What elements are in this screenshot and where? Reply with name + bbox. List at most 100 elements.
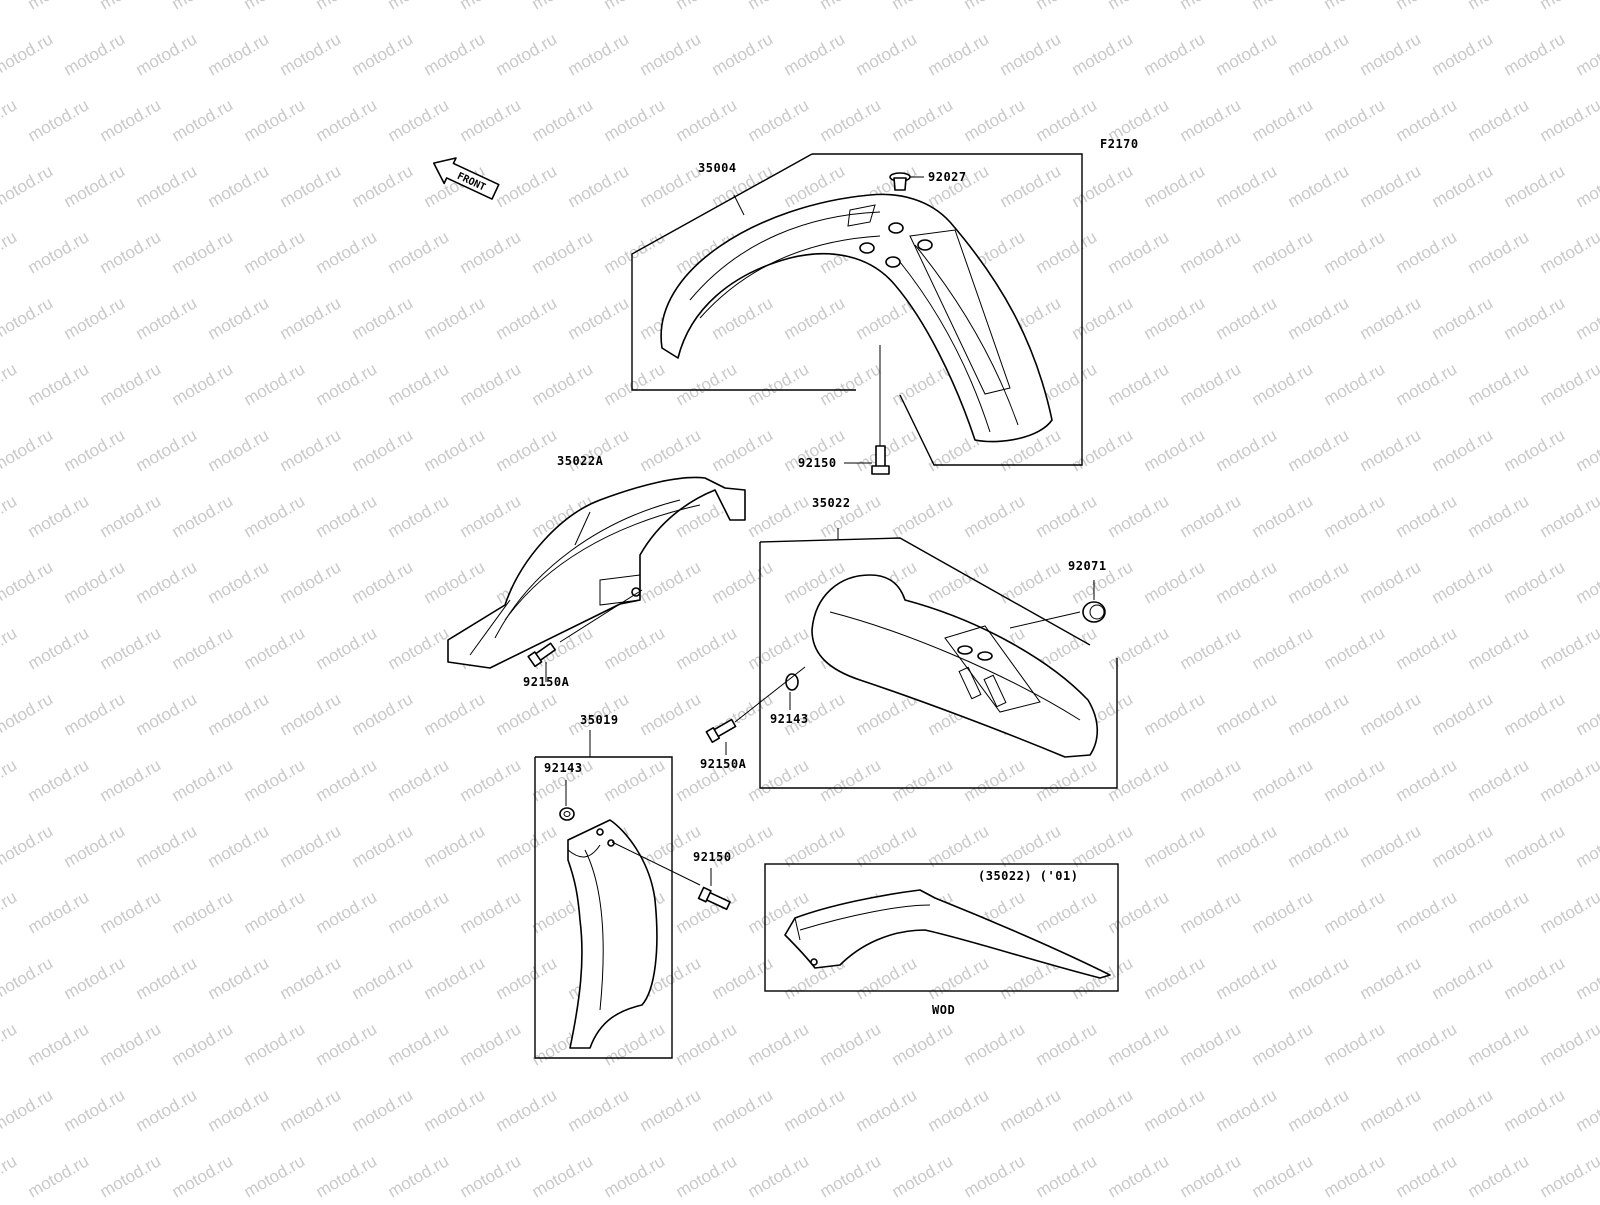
watermark-text: motod.ru (421, 425, 489, 475)
watermark-text: motod.ru (1537, 359, 1600, 409)
watermark-text: motod.ru (1357, 689, 1425, 739)
watermark-text: motod.ru (1357, 425, 1425, 475)
watermark-text: motod.ru (169, 491, 237, 541)
watermark-text: motod.ru (277, 821, 345, 871)
watermark-text: motod.ru (1429, 557, 1497, 607)
watermark-text: motod.ru (133, 161, 201, 211)
watermark-text: motod.ru (277, 161, 345, 211)
watermark-text: motod.ru (1393, 359, 1461, 409)
watermark-text: motod.ru (1357, 29, 1425, 79)
watermark-text: motod.ru (0, 227, 20, 277)
watermark-text: motod.ru (1393, 1151, 1461, 1200)
watermark-text: motod.ru (1249, 623, 1317, 673)
watermark-text: motod.ru (205, 821, 273, 871)
watermark-text: motod.ru (817, 95, 885, 145)
watermark-text: motod.ru (457, 95, 525, 145)
watermark-text: motod.ru (1105, 1151, 1173, 1200)
watermark-text: motod.ru (1213, 953, 1281, 1003)
watermark-text: motod.ru (1285, 425, 1353, 475)
watermark-text: motod.ru (241, 491, 309, 541)
watermark-text: motod.ru (1285, 821, 1353, 871)
callout-92150A-left: 92150A (523, 675, 570, 689)
watermark-text: motod.ru (61, 953, 129, 1003)
watermark-text: motod.ru (0, 1085, 56, 1135)
watermark-text: motod.ru (1033, 491, 1101, 541)
watermark-text: motod.ru (637, 1085, 705, 1135)
watermark-text: motod.ru (1249, 1019, 1317, 1069)
watermark-text: motod.ru (385, 491, 453, 541)
watermark-text: motod.ru (1321, 491, 1389, 541)
watermark-text: motod.ru (349, 161, 417, 211)
watermark-text: motod.ru (925, 29, 993, 79)
watermark-text: motod.ru (1465, 95, 1533, 145)
watermark-text: motod.ru (745, 623, 813, 673)
watermark-text: motod.ru (1321, 1019, 1389, 1069)
watermark-text: motod.ru (1465, 359, 1533, 409)
washer-92143-mid-icon (786, 674, 798, 710)
watermark-text: motod.ru (1213, 557, 1281, 607)
callout-35022: 35022 (812, 496, 851, 510)
callout-92150A-mid: 92150A (700, 757, 747, 771)
watermark-text: motod.ru (961, 0, 1029, 13)
watermark-text: motod.ru (637, 557, 705, 607)
watermark-text: motod.ru (169, 1151, 237, 1200)
watermark-text: motod.ru (1105, 623, 1173, 673)
watermark-text: motod.ru (529, 1151, 597, 1200)
watermark-text: motod.ru (1429, 161, 1497, 211)
watermark-text: motod.ru (1501, 161, 1569, 211)
watermark-text: motod.ru (421, 821, 489, 871)
watermark-text: motod.ru (133, 29, 201, 79)
watermark-text: motod.ru (25, 755, 93, 805)
watermark-text: motod.ru (1465, 1019, 1533, 1069)
watermark-text: motod.ru (0, 0, 20, 13)
watermark-text: motod.ru (133, 1085, 201, 1135)
watermark-text: motod.ru (1393, 623, 1461, 673)
watermark-text: motod.ru (1033, 755, 1101, 805)
watermark-text: motod.ru (745, 491, 813, 541)
watermark-text: motod.ru (97, 95, 165, 145)
watermark-text: motod.ru (1285, 161, 1353, 211)
watermark-text: motod.ru (1501, 29, 1569, 79)
watermark-text: motod.ru (637, 161, 705, 211)
watermark-text: motod.ru (0, 359, 20, 409)
watermark-text: motod.ru (1069, 161, 1137, 211)
watermark-text: motod.ru (1105, 0, 1173, 13)
callout-92150-low: 92150 (693, 850, 732, 864)
watermark-text: motod.ru (1573, 425, 1600, 475)
watermark-text: motod.ru (1537, 227, 1600, 277)
watermark-text: motod.ru (97, 0, 165, 13)
watermark-text: motod.ru (817, 755, 885, 805)
watermark-text: motod.ru (493, 821, 561, 871)
watermark-text: motod.ru (241, 95, 309, 145)
watermark-text: motod.ru (133, 953, 201, 1003)
watermark-text: motod.ru (1141, 1085, 1209, 1135)
watermark-text: motod.ru (1177, 227, 1245, 277)
watermark-text: motod.ru (1537, 0, 1600, 13)
watermark-text: motod.ru (1249, 491, 1317, 541)
watermark-text: motod.ru (169, 227, 237, 277)
watermark-text: motod.ru (1393, 0, 1461, 13)
watermark-text: motod.ru (925, 1085, 993, 1135)
watermark-text: motod.ru (277, 557, 345, 607)
watermark-text: motod.ru (781, 29, 849, 79)
watermark-text: motod.ru (385, 1151, 453, 1200)
watermark-text: motod.ru (889, 1151, 957, 1200)
callout-35004: 35004 (698, 161, 737, 175)
watermark-text: motod.ru (1393, 227, 1461, 277)
watermark-text: motod.ru (349, 821, 417, 871)
watermark-text: motod.ru (745, 1151, 813, 1200)
watermark-text: motod.ru (205, 1085, 273, 1135)
watermark-text: motod.ru (1105, 491, 1173, 541)
watermark-text: motod.ru (529, 95, 597, 145)
watermark-text: motod.ru (1249, 227, 1317, 277)
watermark-text: motod.ru (1321, 1151, 1389, 1200)
watermark-text: motod.ru (205, 953, 273, 1003)
watermark-text: motod.ru (1033, 0, 1101, 13)
watermark-text: motod.ru (601, 755, 669, 805)
watermark-text: motod.ru (961, 491, 1029, 541)
watermark-text: motod.ru (421, 557, 489, 607)
watermark-text: motod.ru (1321, 623, 1389, 673)
watermark-text: motod.ru (1141, 161, 1209, 211)
watermark-text: motod.ru (1177, 0, 1245, 13)
watermark-text: motod.ru (1177, 95, 1245, 145)
